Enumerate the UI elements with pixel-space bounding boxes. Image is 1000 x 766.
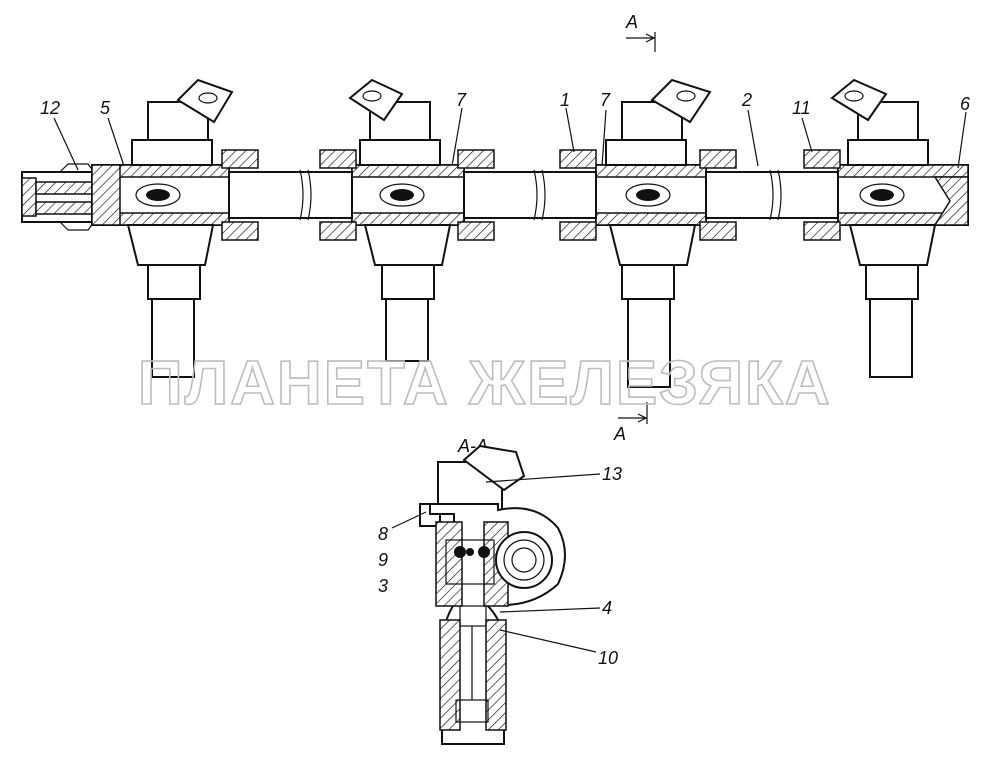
callout-9: 9 xyxy=(378,550,388,570)
callout-2: 2 xyxy=(741,90,752,110)
svg-text:A: A xyxy=(625,12,638,32)
injector-2 xyxy=(348,78,452,362)
callout-5: 5 xyxy=(100,98,111,118)
callout-leaders-main xyxy=(53,107,967,171)
inlet-fitting xyxy=(21,163,95,231)
callout-6: 6 xyxy=(960,94,971,114)
fuel-rail-assembly xyxy=(21,78,969,388)
watermark: ПЛАНЕТА ЖЕЛЕЗЯКА xyxy=(138,349,832,418)
section-view xyxy=(419,444,566,745)
callout-7b: 7 xyxy=(600,90,611,110)
callout-11: 11 xyxy=(792,98,811,118)
connecting-tubes xyxy=(228,169,839,221)
callout-12: 12 xyxy=(40,98,60,118)
tube-nuts xyxy=(221,149,841,241)
callout-7a: 7 xyxy=(456,90,467,110)
callout-10: 10 xyxy=(598,648,618,668)
svg-text:A: A xyxy=(613,424,626,444)
callout-3: 3 xyxy=(378,576,388,596)
injector-1 xyxy=(126,78,234,378)
callout-13: 13 xyxy=(602,464,622,484)
injector-3 xyxy=(605,78,712,388)
callouts-main: 12 5 7 1 7 2 11 6 xyxy=(40,90,971,118)
callout-1: 1 xyxy=(560,90,570,110)
injector-4 xyxy=(830,78,937,378)
callout-4: 4 xyxy=(602,598,612,618)
callout-leaders-section xyxy=(391,473,601,653)
callout-8: 8 xyxy=(378,524,388,544)
section-marker-top: A xyxy=(625,12,656,52)
section-marker-bottom: A xyxy=(613,402,648,444)
callouts-section: 13 8 9 3 4 10 xyxy=(378,464,622,668)
